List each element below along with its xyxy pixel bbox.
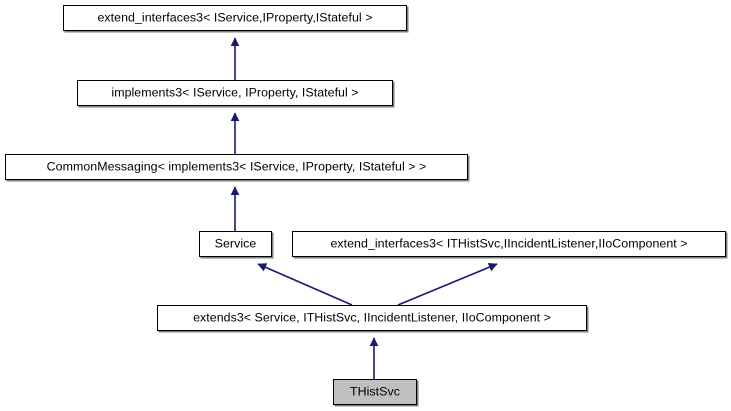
node-label: extends3< Service, ITHistSvc, IIncidentL… — [193, 310, 551, 325]
node-thistsvc[interactable]: THistSvc — [333, 379, 417, 405]
node-label: THistSvc — [350, 384, 400, 399]
node-label: extend_interfaces3< IService,IProperty,I… — [97, 10, 373, 25]
node-service[interactable]: Service — [199, 231, 272, 257]
node-extend-interfaces3-iservice[interactable]: extend_interfaces3< IService,IProperty,I… — [63, 5, 407, 31]
edge-extends3-to-service — [257, 263, 353, 306]
node-implements3[interactable]: implements3< IService, IProperty, IState… — [77, 80, 393, 106]
node-common-messaging[interactable]: CommonMessaging< implements3< IService, … — [5, 154, 468, 180]
node-extend-interfaces3-ithistsvc[interactable]: extend_interfaces3< ITHistSvc,IIncidentL… — [292, 231, 726, 257]
node-extends3[interactable]: extends3< Service, ITHistSvc, IIncidentL… — [157, 305, 587, 331]
node-label: extend_interfaces3< ITHistSvc,IIncidentL… — [330, 236, 688, 251]
node-label: implements3< IService, IProperty, IState… — [111, 85, 359, 100]
edge-extends3-to-extend-interfaces3-thistsvc — [397, 263, 498, 306]
node-label: CommonMessaging< implements3< IService, … — [46, 159, 427, 174]
node-label: Service — [214, 236, 257, 251]
